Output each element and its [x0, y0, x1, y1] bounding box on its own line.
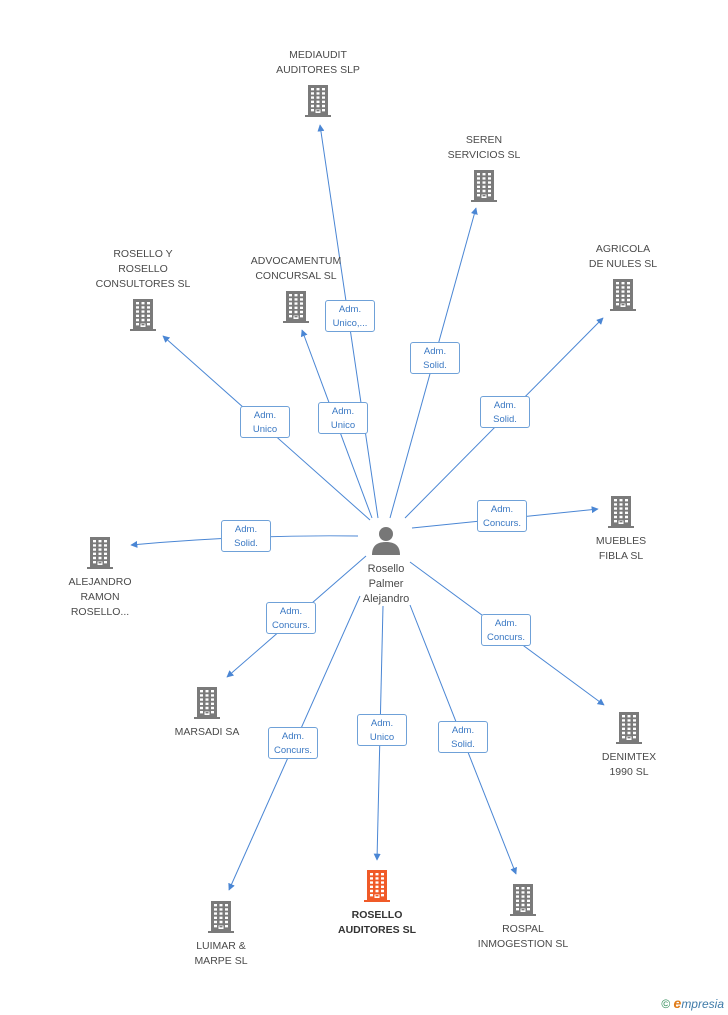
building-icon[interactable]	[471, 170, 497, 202]
company-label-advocamentum-line: CONCURSAL SL	[255, 270, 337, 282]
person-label-line: Rosello	[367, 563, 405, 575]
edge-label-line: Adm.	[493, 400, 517, 411]
edge-label-line: Solid.	[234, 538, 258, 549]
company-label-rosello-auditores-line: AUDITORES SL	[338, 924, 416, 936]
edge-label-line: Unico	[369, 732, 395, 743]
building-icon[interactable]	[616, 712, 642, 744]
edge-label-muebles[interactable]: Adm. Concurs.	[477, 500, 527, 532]
edge-label-rosello-y-rosello[interactable]: Adm. Unico	[240, 406, 290, 438]
company-label-alejandro: ALEJANDRO RAMON ROSELLO...	[30, 575, 170, 620]
edge-label-line: Adm.	[279, 606, 303, 617]
company-label-rosello-y-rosello: ROSELLO Y ROSELLO CONSULTORES SL	[73, 247, 213, 292]
company-label-marsadi-line: MARSADI SA	[174, 726, 240, 738]
company-label-alejandro-line: ROSELLO...	[70, 606, 130, 618]
company-label-mediaudit-line: AUDITORES SLP	[276, 64, 360, 76]
building-icon[interactable]	[87, 537, 113, 569]
edge-label-line: Unico	[330, 420, 356, 431]
person-icon[interactable]	[371, 525, 401, 555]
edge-label-line: Adm.	[490, 504, 514, 515]
building-icon[interactable]	[305, 85, 331, 117]
edge-label-line: Adm.	[281, 731, 305, 742]
company-label-mediaudit-line: MEDIAUDIT	[289, 49, 347, 61]
company-label-denimtex: DENIMTEX 1990 SL	[559, 750, 699, 780]
company-label-luimar-line: LUIMAR &	[196, 940, 246, 952]
brand-name: mpresia	[681, 997, 724, 1011]
company-label-denimtex-line: DENIMTEX	[601, 751, 657, 763]
person-label-line: Palmer	[368, 578, 404, 590]
edge-label-line: Concurs.	[482, 518, 521, 529]
edge-label-line: Adm.	[234, 524, 258, 535]
edge-label-agricola[interactable]: Adm. Solid.	[480, 396, 530, 428]
edge-label-line: Concurs.	[271, 620, 310, 631]
edge-label-line: Adm.	[423, 346, 447, 357]
company-label-luimar: LUIMAR & MARPE SL	[151, 939, 291, 969]
company-label-marsadi: MARSADI SA	[137, 725, 277, 740]
company-label-luimar-line: MARPE SL	[194, 955, 248, 967]
edge-label-seren[interactable]: Adm. Solid.	[410, 342, 460, 374]
company-label-seren: SEREN SERVICIOS SL	[414, 133, 554, 163]
edge-label-mediaudit[interactable]: Adm. Unico,...	[325, 300, 375, 332]
company-label-mediaudit: MEDIAUDIT AUDITORES SLP	[248, 48, 388, 78]
company-label-alejandro-line: ALEJANDRO	[68, 576, 132, 588]
person-label-line: Alejandro	[362, 593, 410, 605]
edge-label-advocamentum[interactable]: Adm. Unico	[318, 402, 368, 434]
building-icon[interactable]	[208, 901, 234, 933]
edge-label-rospal[interactable]: Adm. Solid.	[438, 721, 488, 753]
edge-label-marsadi[interactable]: Adm. Concurs.	[266, 602, 316, 634]
building-icon[interactable]	[608, 496, 634, 528]
edge-label-rosello-auditores[interactable]: Adm. Unico	[357, 714, 407, 746]
edge-label-luimar[interactable]: Adm. Concurs.	[268, 727, 318, 759]
edge-label-alejandro[interactable]: Adm. Solid.	[221, 520, 271, 552]
edge-label-line: Adm.	[370, 718, 394, 729]
company-label-muebles-line: MUEBLES	[595, 535, 647, 547]
company-label-rosello-auditores: ROSELLO AUDITORES SL	[307, 908, 447, 938]
company-label-rospal: ROSPAL INMOGESTION SL	[453, 922, 593, 952]
building-icon[interactable]	[364, 870, 390, 902]
edge-label-line: Adm.	[331, 406, 355, 417]
company-label-agricola: AGRICOLA DE NULES SL	[553, 242, 693, 272]
company-label-agricola-line: AGRICOLA	[595, 243, 651, 255]
edge-label-line: Concurs.	[486, 632, 525, 643]
company-label-rosello-y-rosello-line: ROSELLO Y	[113, 248, 173, 260]
company-label-rosello-y-rosello-line: CONSULTORES SL	[95, 278, 191, 290]
building-icon[interactable]	[194, 687, 220, 719]
edge-label-line: Solid.	[493, 414, 517, 425]
brand-initial: e	[673, 995, 682, 1011]
edge-label-line: Unico,...	[332, 318, 368, 329]
building-icon[interactable]	[283, 291, 309, 323]
company-label-agricola-line: DE NULES SL	[588, 258, 658, 270]
company-label-muebles: MUEBLES FIBLA SL	[551, 534, 691, 564]
company-label-rospal-line: INMOGESTION SL	[477, 938, 569, 950]
footer-brand: © empresia	[661, 995, 724, 1011]
company-label-rosello-auditores-line: ROSELLO	[351, 909, 403, 921]
company-label-muebles-line: FIBLA SL	[598, 550, 644, 562]
edge-label-line: Adm.	[338, 304, 362, 315]
company-label-denimtex-line: 1990 SL	[609, 766, 649, 778]
edge-label-line: Solid.	[451, 739, 475, 750]
edge-label-denimtex[interactable]: Adm. Concurs.	[481, 614, 531, 646]
company-label-rospal-line: ROSPAL	[502, 923, 544, 935]
building-icon[interactable]	[130, 299, 156, 331]
edge-label-line: Unico	[252, 424, 278, 435]
building-icon[interactable]	[510, 884, 536, 916]
copyright-symbol: ©	[661, 997, 671, 1011]
edge-label-line: Adm.	[494, 618, 518, 629]
company-label-seren-line: SEREN	[465, 134, 503, 146]
company-label-alejandro-line: RAMON	[80, 591, 120, 603]
company-label-rosello-y-rosello-line: ROSELLO	[118, 263, 168, 275]
company-label-seren-line: SERVICIOS SL	[447, 149, 521, 161]
company-label-advocamentum-line: ADVOCAMENTUM	[250, 255, 342, 267]
edge-label-line: Adm.	[253, 410, 277, 421]
building-icon[interactable]	[610, 279, 636, 311]
company-label-advocamentum: ADVOCAMENTUM CONCURSAL SL	[226, 254, 366, 284]
edge-label-line: Adm.	[451, 725, 475, 736]
edge-label-line: Concurs.	[273, 745, 312, 756]
edge-label-line: Solid.	[423, 360, 447, 371]
